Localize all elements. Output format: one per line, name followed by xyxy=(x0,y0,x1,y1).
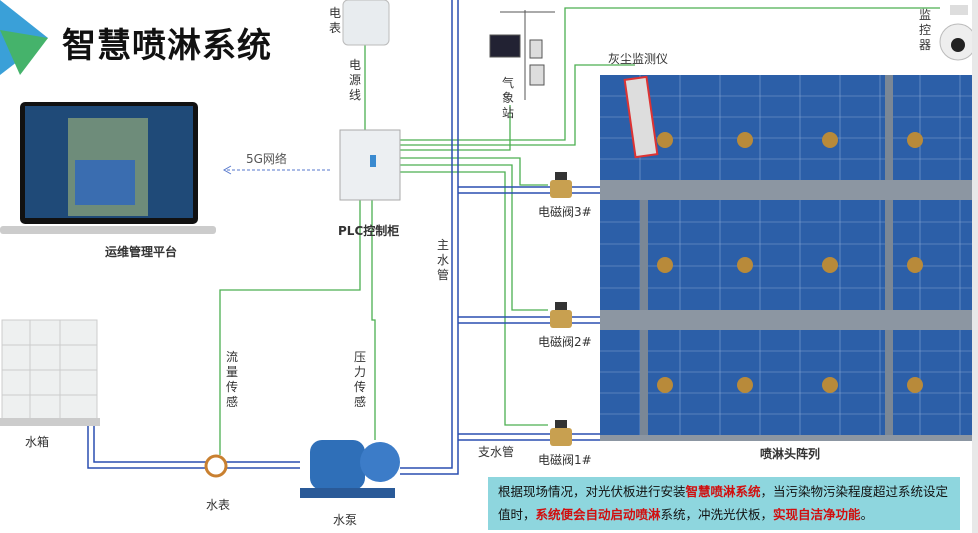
info-highlight: 智慧喷淋系统 xyxy=(685,484,761,499)
info-text: 。 xyxy=(860,507,874,522)
valve3-label: 电磁阀3# xyxy=(538,205,592,219)
plc-cabinet xyxy=(339,129,401,201)
camera-icon xyxy=(939,5,977,61)
branch-pipe-label: 支水管 xyxy=(478,445,515,459)
electric-meter-label: 电表 xyxy=(328,6,341,35)
dust-monitor xyxy=(623,75,659,159)
sprinkler-heads xyxy=(657,132,923,393)
valve-icons xyxy=(550,172,572,446)
water-tank xyxy=(0,319,100,426)
info-text: ，当污染物污染程度超过系统设定值时， xyxy=(498,484,949,522)
water-pipes xyxy=(87,0,600,475)
info-text: 根据现场情况，对光伏板进行安装 xyxy=(498,484,686,499)
info-highlight: 实现自洁净功能 xyxy=(773,507,861,522)
info-box: 根据现场情况，对光伏板进行安装智慧喷淋系统，当污染物污染程度超过系统设定值时，系… xyxy=(488,477,960,530)
power-line-label: 电源线 xyxy=(348,58,361,102)
valve2-label: 电磁阀2# xyxy=(538,335,592,349)
sprinkler-array-label: 喷淋头阵列 xyxy=(760,447,821,461)
valve1-label: 电磁阀1# xyxy=(538,453,592,467)
info-highlight: 系统便会自动启动喷淋 xyxy=(535,507,661,522)
scrollbar[interactable] xyxy=(972,0,978,533)
flow-sensor-label: 流量传感 xyxy=(225,350,238,409)
weather-station-label: 气象站 xyxy=(501,76,514,120)
network-label: 5G网络 xyxy=(246,152,287,166)
pump-icon xyxy=(300,440,400,498)
platform-label: 运维管理平台 xyxy=(105,245,178,259)
tank-label: 水箱 xyxy=(25,435,50,449)
water-meter-label: 水表 xyxy=(206,498,231,512)
info-text: 系统，冲洗光伏板， xyxy=(660,507,774,522)
pump-label: 水泵 xyxy=(333,513,358,527)
pressure-sensor-label: 压力传感 xyxy=(353,350,366,409)
weather-station xyxy=(489,10,555,100)
plc-label: PLC控制柜 xyxy=(338,224,400,238)
dust-monitor-label: 灰尘监测仪 xyxy=(608,52,669,66)
electric-meter xyxy=(342,0,390,46)
camera-label: 监控器 xyxy=(918,8,931,52)
page-title: 智慧喷淋系统 xyxy=(62,26,272,66)
main-pipe-label: 主水管 xyxy=(436,238,449,282)
water-meter-icon xyxy=(204,454,228,478)
laptop-platform xyxy=(0,102,216,234)
logo-triangle-green xyxy=(0,30,48,75)
